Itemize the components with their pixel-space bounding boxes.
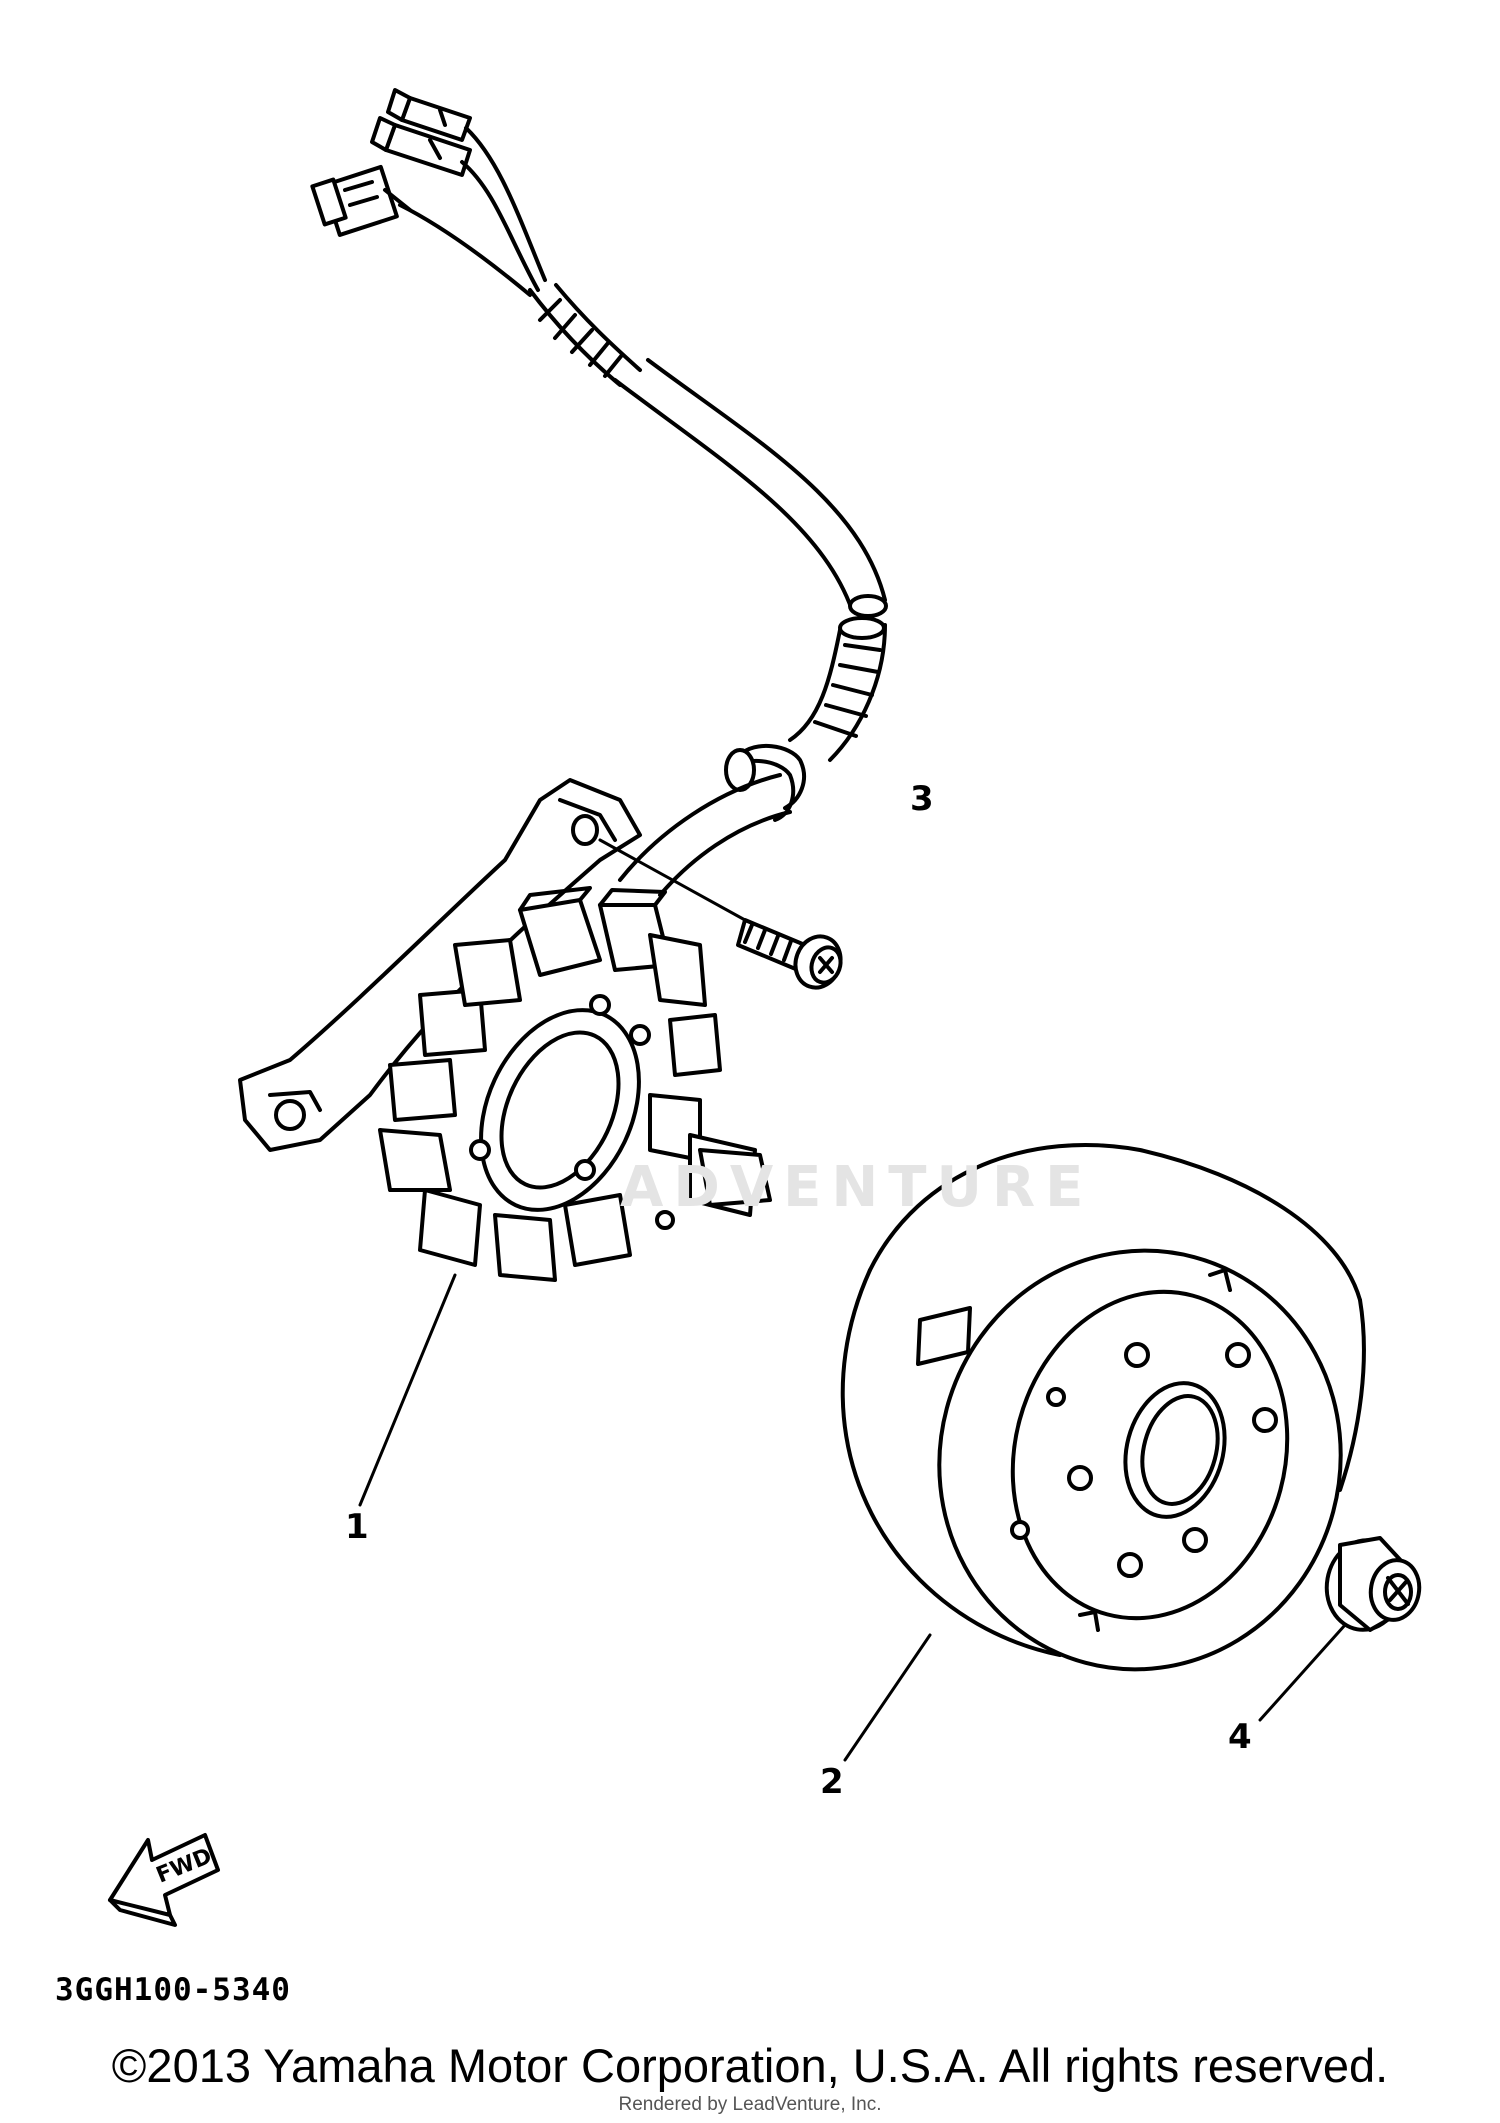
- rendered-by-notice: Rendered by LeadVenture, Inc.: [618, 2094, 882, 2115]
- connector-plug: [310, 164, 412, 237]
- stator-assembly: [238, 778, 772, 1282]
- stator-coils: [378, 886, 757, 1282]
- callout-2: 2: [820, 1762, 844, 1802]
- fwd-arrow-icon: [108, 1833, 220, 1927]
- flange-nut: [1324, 1536, 1422, 1632]
- callout-4: 4: [1228, 1717, 1252, 1757]
- callout-3: 3: [910, 779, 934, 819]
- bolt: [736, 918, 843, 990]
- flywheel-rotor: [840, 1143, 1366, 1672]
- callout-1: 1: [345, 1507, 369, 1547]
- part-code: 3GGH100-5340: [55, 1972, 291, 2008]
- connector-middle: [370, 116, 472, 177]
- watermark: ADVENTURE: [620, 1155, 1094, 1220]
- copyright-notice: ©2013 Yamaha Motor Corporation, U.S.A. A…: [111, 2039, 1389, 2092]
- connector-top: [386, 88, 472, 142]
- wire-harness: [310, 88, 888, 897]
